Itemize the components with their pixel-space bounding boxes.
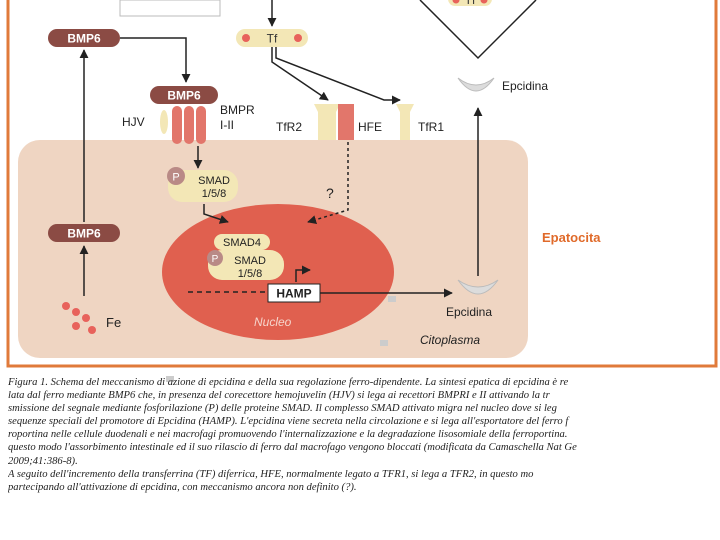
image-placeholder-icon	[388, 296, 396, 302]
arrow-tf-to-tfr2	[271, 47, 329, 101]
fe-dot-5	[88, 326, 96, 334]
epcidina-bottom-label: Epcidina	[446, 305, 492, 319]
epcidina-top-label: Epcidina	[502, 79, 548, 93]
smad-cytoplasm-label-2: 1/5/8	[202, 188, 226, 200]
bmpr-subunit-2	[184, 106, 194, 144]
smad-nucleus-label-2: 1/5/8	[238, 268, 262, 280]
tf-top-right-dot-right	[480, 0, 488, 4]
bmp6-mid-label: BMP6	[67, 227, 101, 241]
fe-dot-1	[62, 302, 70, 310]
macrophage-triangle	[419, 0, 537, 60]
bmpr-subunit-3	[196, 106, 206, 144]
epcidina-top-shape	[457, 77, 495, 92]
question-mark: ?	[326, 185, 334, 201]
tf-top-right-label: Tf	[465, 0, 476, 7]
smad-nucleus	[208, 250, 284, 280]
tfr1-shape	[396, 104, 414, 140]
bmp6-receptor-box	[150, 86, 218, 104]
bmp6-mid-box	[48, 224, 120, 242]
bmpr-label-2: I-II	[220, 118, 234, 132]
hfe-shape	[338, 104, 354, 140]
bmp6-top-box	[48, 29, 120, 47]
figure-caption: Figura 1. Schema del meccanismo di azion…	[8, 376, 720, 540]
tf-pill	[236, 29, 308, 47]
arrow-tf-to-tfr1	[275, 47, 401, 105]
fe-dot-4	[72, 322, 80, 330]
dashed-arrow-hfe-to-nucleus	[307, 142, 349, 224]
caption-line: partecipando all'attivazione di epcidina…	[8, 481, 357, 493]
caption-line: sequenze speciali del promotore di Epcid…	[8, 416, 569, 428]
hjv-label: HJV	[122, 115, 145, 129]
tf-dot-right	[294, 34, 302, 42]
caption-line: smissione del segnale mediante fosforila…	[8, 403, 557, 415]
image-placeholder-icon-2	[380, 340, 388, 346]
caption-line: roportina nelle cellule duodenali e nei …	[8, 429, 568, 441]
hjv-shape	[160, 110, 168, 134]
nucleus-phospho-label: P	[212, 254, 219, 265]
caption-image-icon	[166, 376, 174, 382]
tfr1-label: TfR1	[418, 120, 444, 134]
tf-top-right-dot-left	[452, 0, 460, 4]
tf-label: Tf	[267, 32, 278, 46]
hamp-label: HAMP	[276, 287, 311, 301]
citoplasma-label: Citoplasma	[420, 333, 480, 347]
caption-line: A seguito dell'incremento della transfer…	[8, 468, 534, 480]
bmpr-subunit-1	[172, 106, 182, 144]
tfr2-shape	[314, 104, 340, 140]
smad-cytoplasm	[168, 170, 238, 202]
fe-dot-2	[72, 308, 80, 316]
arrow-smad-to-nucleus	[203, 204, 229, 224]
promoter-arrow	[295, 265, 311, 282]
fe-dot-3	[82, 314, 90, 322]
nucleo-label: Nucleo	[254, 315, 292, 329]
hfe-label: HFE	[358, 120, 382, 134]
nucleus-phospho-circle	[207, 250, 223, 266]
smad-cytoplasm-label-1: SMAD	[198, 175, 230, 187]
bmpr-label-1: BMPR	[220, 103, 255, 117]
caption-line: lata dal ferro mediante BMP6 che, in pre…	[8, 390, 550, 402]
bmp6-top-label: BMP6	[67, 32, 101, 46]
smad-phospho-label: P	[172, 172, 179, 184]
tf-dot-left	[242, 34, 250, 42]
caption-line: Figura 1. Schema del meccanismo di azion…	[8, 377, 569, 388]
smad4-label: SMAD4	[223, 237, 261, 249]
smad4-pill	[214, 234, 270, 250]
fe-label: Fe	[106, 315, 121, 330]
bmp6-receptor-label: BMP6	[167, 89, 201, 103]
caption-line: questo modo l'assorbimento intestinale e…	[8, 442, 577, 454]
epatocita-label: Epatocita	[542, 230, 601, 245]
epcidina-bottom-shape	[457, 279, 499, 295]
hepcidin-regulation-diagram: Tf BMP6 Tf Epcidina BMP6 HJV BMPR I-II T…	[6, 0, 718, 368]
top-box	[119, 0, 221, 17]
arrow-bmp6-to-receptor	[120, 37, 191, 83]
caption-line: 2009;41:386-8).	[8, 455, 78, 467]
smad-nucleus-label-1: SMAD	[234, 255, 266, 267]
smad-phospho-circle	[167, 167, 185, 185]
tfr2-label: TfR2	[276, 120, 302, 134]
